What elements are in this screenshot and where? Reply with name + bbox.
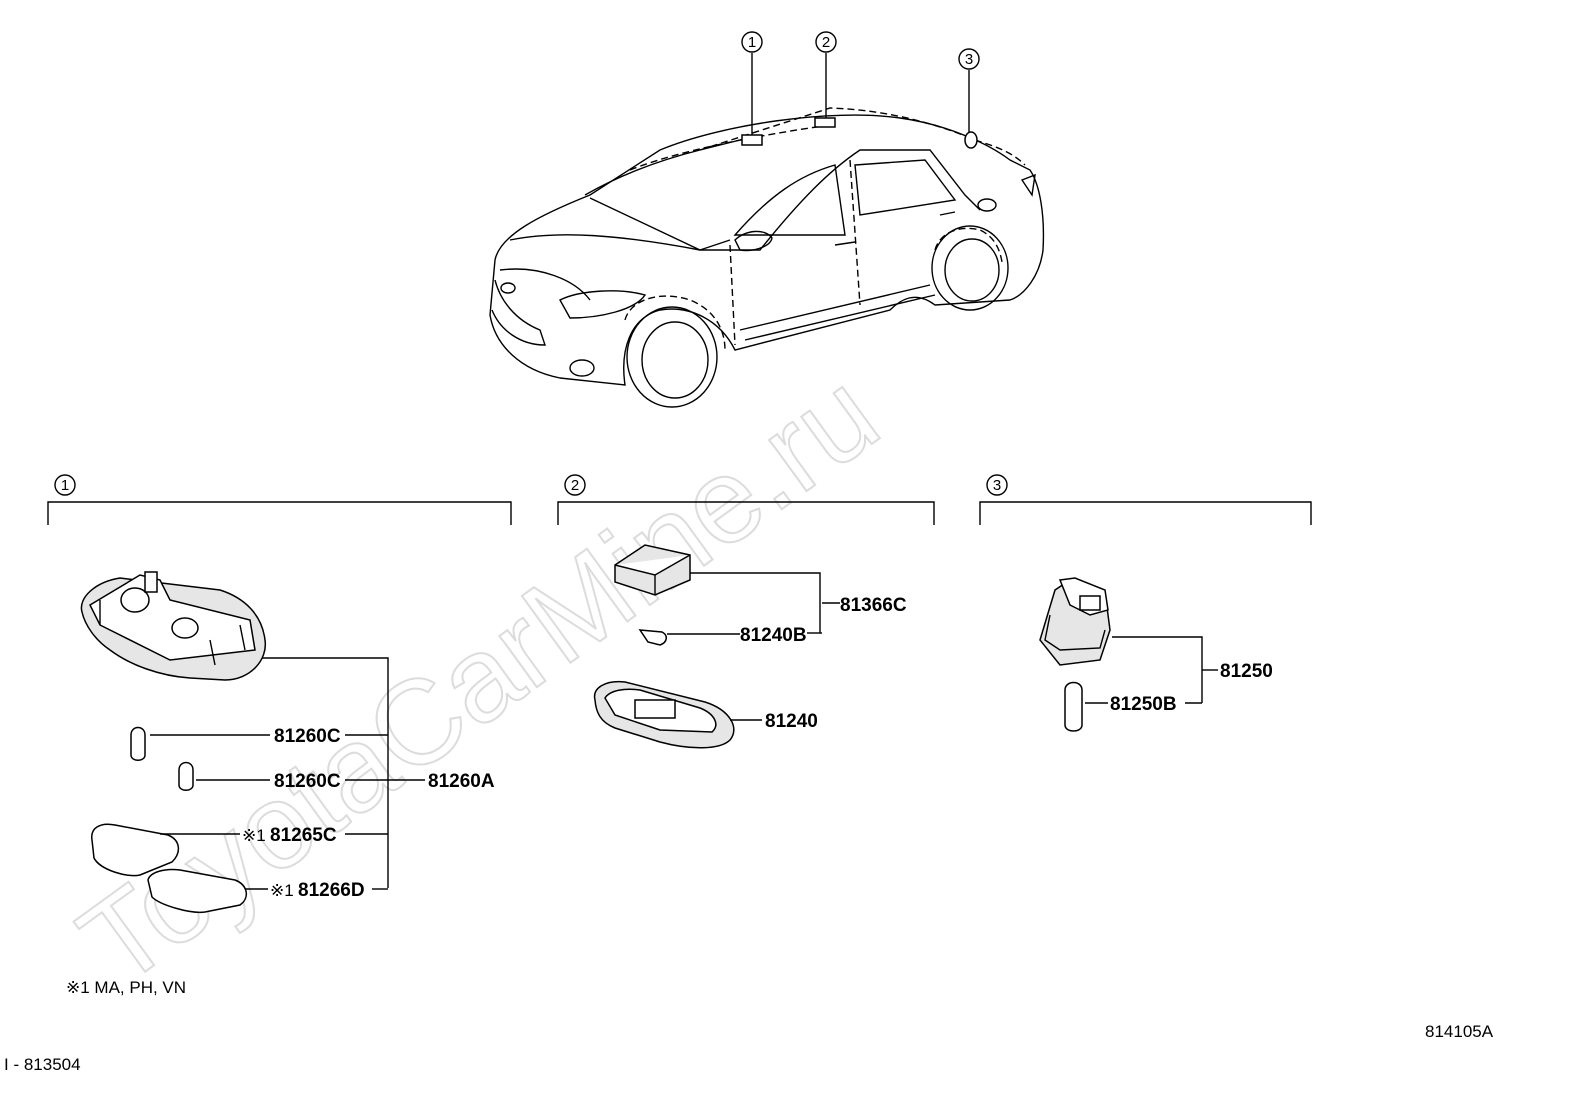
bulb-81260C-1 (130, 726, 146, 761)
footnote: ※1 MA, PH, VN (66, 978, 186, 997)
group-2: 2 81366C 81240B 81240 (557, 474, 935, 749)
group-1-label: 1 (61, 477, 69, 494)
bulb-81260C-2 (178, 761, 194, 791)
bulb-81250B (1064, 681, 1083, 732)
lens-81266D (147, 868, 247, 914)
group-3-marker (986, 474, 1008, 496)
group-2-label: 2 (571, 477, 579, 494)
lamp-81250 (1039, 577, 1111, 666)
group-1-marker (54, 474, 76, 496)
group-3: 3 81250 81250B (979, 474, 1312, 732)
part-label-81366C: 81366C (840, 595, 907, 616)
switch-81366C (614, 544, 691, 596)
part-label-81266D: 81266D (298, 880, 365, 901)
part-label-81265C: 81265C (270, 825, 337, 846)
car-illustration (489, 53, 1045, 408)
location-marker-2: 2 (815, 31, 837, 53)
svg-text:1: 1 (748, 34, 756, 51)
group-2-marker (564, 474, 586, 496)
part-label-81260C-2: 81260C (274, 771, 341, 792)
lens-81265C (91, 823, 180, 877)
location-marker-3: 3 (958, 48, 980, 70)
svg-text:3: 3 (965, 51, 973, 68)
part-label-81260A: 81260A (428, 771, 495, 792)
illustration-code: 814105A (1425, 1022, 1494, 1041)
part-label-81260C-1: 81260C (274, 726, 341, 747)
watermark: ToyotaCarMine.ru (57, 346, 902, 1011)
figure-code: I - 813504 (4, 1055, 81, 1074)
lamp-housing-81260A (80, 571, 266, 681)
note-marker: ※1 (270, 881, 294, 900)
bulb-81240B (638, 629, 667, 646)
part-label-81240B: 81240B (740, 625, 807, 646)
part-label-81250: 81250 (1220, 661, 1273, 682)
note-marker: ※1 (242, 826, 266, 845)
group-3-label: 3 (993, 477, 1001, 494)
lamp-81240 (593, 680, 735, 749)
part-label-81240: 81240 (765, 711, 818, 732)
group-1: 1 81260C 81260C 81260A ※1 81265C (47, 474, 512, 914)
location-marker-1: 1 (741, 31, 763, 53)
part-label-81250B: 81250B (1110, 694, 1177, 715)
svg-text:2: 2 (822, 34, 830, 51)
